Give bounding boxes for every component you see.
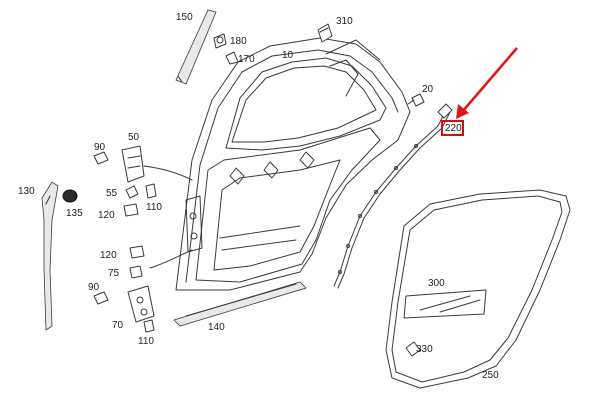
callout-110-lower: 110 bbox=[138, 336, 154, 347]
callout-120-upper: 120 bbox=[98, 210, 115, 221]
callout-55: 55 bbox=[106, 188, 118, 199]
callout-135: 135 bbox=[66, 208, 83, 219]
callout-170: 170 bbox=[238, 54, 255, 65]
callout-120-lower: 120 bbox=[100, 250, 117, 261]
callout-150: 150 bbox=[176, 12, 193, 23]
highlight-box bbox=[441, 120, 464, 136]
pillar-trim-130 bbox=[41, 181, 59, 331]
door-edge-weatherstrip bbox=[333, 103, 453, 289]
upper-hinge-assembly bbox=[93, 145, 193, 217]
door-seal-250 bbox=[385, 189, 571, 389]
callout-300: 300 bbox=[428, 278, 445, 289]
callout-130: 130 bbox=[18, 186, 35, 197]
callout-75: 75 bbox=[108, 268, 120, 279]
highlight-arrow-shaft bbox=[461, 47, 518, 113]
callout-110-upper: 110 bbox=[146, 202, 162, 213]
sill-trim bbox=[173, 281, 307, 327]
callout-10: 10 bbox=[282, 50, 294, 61]
plug-135 bbox=[62, 189, 78, 203]
lower-hinge-assembly bbox=[93, 245, 193, 333]
highlight-220 bbox=[441, 47, 518, 136]
callout-90-lower: 90 bbox=[88, 282, 100, 293]
callout-310: 310 bbox=[336, 16, 353, 27]
callout-250: 250 bbox=[482, 370, 499, 381]
small-fasteners-top bbox=[213, 23, 333, 65]
window-channel-trim bbox=[175, 9, 217, 85]
clip-330 bbox=[405, 341, 421, 357]
callout-330: 330 bbox=[416, 344, 433, 355]
sealing-film-300 bbox=[403, 289, 487, 319]
callout-180: 180 bbox=[230, 36, 247, 47]
callout-70: 70 bbox=[112, 320, 124, 331]
bolt-20 bbox=[407, 93, 425, 107]
callout-90-upper: 90 bbox=[94, 142, 106, 153]
callout-labels: 10 20 50 55 70 75 90 90 110 110 120 120 … bbox=[18, 12, 499, 381]
callout-220: 220 bbox=[445, 123, 462, 134]
rear-door-shell bbox=[175, 37, 411, 291]
callout-140: 140 bbox=[208, 322, 225, 333]
callout-50: 50 bbox=[128, 132, 140, 143]
highlight-arrow-head bbox=[456, 104, 469, 119]
callout-20: 20 bbox=[422, 84, 434, 95]
